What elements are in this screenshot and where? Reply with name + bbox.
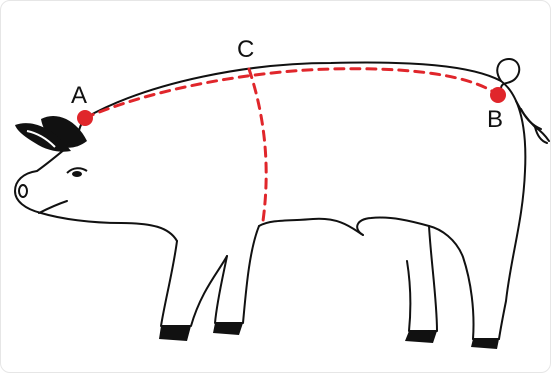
hoof-front-left xyxy=(159,326,191,341)
curly-tail-icon xyxy=(496,57,550,144)
label-a: A xyxy=(71,82,87,109)
point-a-marker xyxy=(77,110,93,126)
eye-icon xyxy=(66,167,88,177)
heart-girth-line xyxy=(247,67,268,223)
ear-icon xyxy=(15,115,87,152)
point-b-marker xyxy=(490,87,506,103)
hoof-front-right xyxy=(213,323,243,335)
hoof-hind-left xyxy=(405,331,437,343)
pig-outline-icon xyxy=(14,61,527,340)
hoof-hind-right xyxy=(471,339,499,349)
body-length-line xyxy=(83,67,500,120)
label-c: C xyxy=(237,36,254,63)
hooves xyxy=(159,323,499,349)
label-b: B xyxy=(487,106,503,133)
measurement-lines xyxy=(83,67,500,223)
